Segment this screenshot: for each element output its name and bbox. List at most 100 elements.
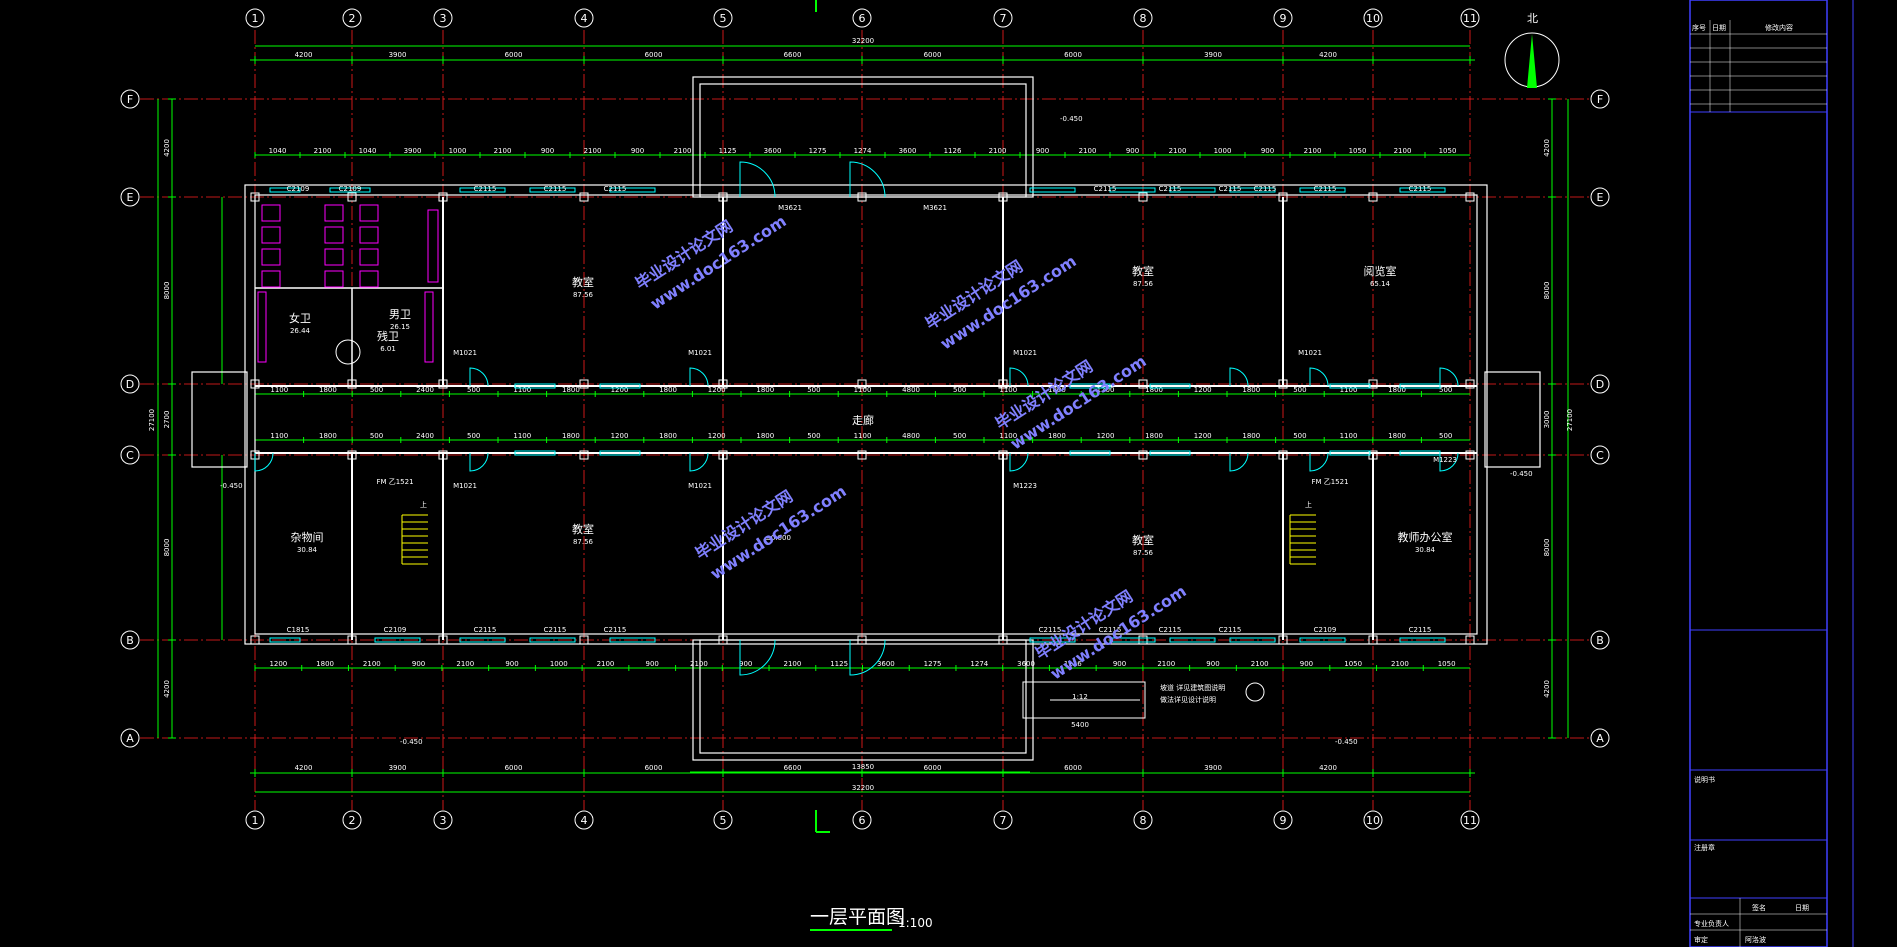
axis-bubble-right-B-label: B	[1596, 634, 1604, 647]
dim-top-detail-value-19: 900	[1126, 147, 1139, 155]
label-door-6: M1021	[453, 482, 477, 490]
dim-bottom-detail-value-11: 2100	[783, 660, 801, 668]
dim-top-detail-value-26: 1050	[1439, 147, 1457, 155]
dim-corridor-south-value-11: 500	[807, 432, 820, 440]
dim-corridor-north-value-22: 1100	[1340, 386, 1358, 394]
dim-corridor-south-value-10: 1800	[756, 432, 774, 440]
axis-bubble-bottom-6-label: 6	[859, 814, 866, 827]
door-classroom-n-1	[689, 367, 709, 387]
label-window-s-0: C1815	[287, 626, 310, 634]
room-area-storage: 30.84	[297, 546, 318, 554]
label-door-3: M1021	[688, 349, 712, 357]
dim-corridor-north-value-16: 1800	[1048, 386, 1066, 394]
dim-top-detail-value-20: 2100	[1169, 147, 1187, 155]
dim-corridor-north-value-1: 1800	[319, 386, 337, 394]
dim-bottom-detail-value-0: 1200	[269, 660, 287, 668]
title-block: 序号日期修改内容说明书注册章签名日期专业负责人审定阿洛波	[1689, 0, 1854, 947]
column-1-2	[347, 450, 357, 460]
dim-bottom-detail-value-25: 1050	[1438, 660, 1456, 668]
door-classroom-n-4	[1309, 367, 1329, 387]
window-corridor-s-1	[599, 450, 641, 456]
dim-corridor-north-value-12: 1100	[854, 386, 872, 394]
axis-bubble-top-11-label: 11	[1463, 12, 1477, 25]
dim-bottom-detail-value-18: 900	[1113, 660, 1126, 668]
dim-bottom-detail-value-6: 1000	[550, 660, 568, 668]
ramp-length: 5400	[1071, 721, 1089, 729]
label-stair-up-w: 上	[420, 500, 427, 509]
label-window-n-0: C2109	[287, 185, 310, 193]
label-window-s-10: C2115	[1409, 626, 1432, 634]
dim-corridor-north-value-3: 2400	[416, 386, 434, 394]
room-name-wc-female: 女卫	[289, 311, 311, 325]
label-level-3: -0.450	[400, 738, 423, 746]
dim-top-detail-value-7: 2100	[584, 147, 602, 155]
column-1-1	[347, 379, 357, 389]
label-window-s-2: C2115	[474, 626, 497, 634]
dim-corridor-south-value-3: 2400	[416, 432, 434, 440]
fixture-stall-f-0	[261, 204, 281, 222]
door-wc-s	[254, 452, 274, 472]
dim-corridor-south-value-2: 500	[370, 432, 383, 440]
dim-corridor-south-value-5: 1100	[513, 432, 531, 440]
room-area-office: 30.84	[1415, 546, 1436, 554]
dim-corridor-south-value-7: 1200	[611, 432, 629, 440]
axis-bubble-top-7-label: 7	[1000, 12, 1007, 25]
label-window-n-8: C2115	[1254, 185, 1277, 193]
dim-top-total: 32200	[852, 37, 874, 45]
label-window-n-3: C2115	[544, 185, 567, 193]
window-corridor-s-0	[514, 450, 556, 456]
titleblock-f-4: 阿洛波	[1745, 935, 1766, 944]
column-3-0	[579, 192, 589, 202]
dim-bottom-total: 32200	[852, 784, 874, 792]
column-2-0	[438, 192, 448, 202]
window-corridor-s-4	[1329, 450, 1371, 456]
room-area-wc-accessible: 6.01	[380, 345, 396, 353]
fixture-stall-f-1	[261, 226, 281, 244]
label-door-7: M1021	[688, 482, 712, 490]
column-8-1	[1278, 379, 1288, 389]
axis-bubble-top-6-label: 6	[859, 12, 866, 25]
window-south-0	[269, 637, 301, 643]
dim-bottom-axis-value-4: 6600	[784, 764, 802, 772]
titleblock-f-3: 审定	[1694, 935, 1708, 944]
dim-top-detail-value-11: 3600	[764, 147, 782, 155]
axis-bubble-bottom-8-label: 8	[1140, 814, 1147, 827]
dim-bottom-detail-value-21: 2100	[1251, 660, 1269, 668]
axis-bubble-right-F-label: F	[1597, 93, 1603, 106]
label-door-5: M1021	[1298, 349, 1322, 357]
dim-right-axis-value-1: 8000	[1543, 282, 1551, 300]
axis-bubble-left-D-circle	[120, 374, 140, 394]
dim-corridor-south-value-21: 500	[1293, 432, 1306, 440]
label-window-n-4: C2115	[604, 185, 627, 193]
axis-bubble-bottom-6-circle	[852, 810, 872, 830]
window-north-0	[269, 187, 301, 193]
column-7-0	[1138, 192, 1148, 202]
dim-top-detail-value-16: 2100	[989, 147, 1007, 155]
axis-bubble-right-B-circle	[1590, 630, 1610, 650]
axis-bubble-top-5-label: 5	[720, 12, 727, 25]
dim-top-detail-value-10: 1125	[719, 147, 737, 155]
door-north-main-r	[849, 161, 886, 198]
room-area-classroom-sw: 87.56	[573, 538, 594, 546]
room-name-classroom-se: 教室	[1132, 533, 1154, 547]
label-level-0: -0.450	[1060, 115, 1083, 123]
dim-corridor-north-value-8: 1800	[659, 386, 677, 394]
window-corridor-s-3	[1149, 450, 1191, 456]
dim-top-axis-value-8: 4200	[1319, 51, 1337, 59]
dim-left-axis-value-4: 4200	[163, 680, 171, 698]
window-south-10	[1399, 637, 1446, 643]
fixture-basin-f	[257, 291, 267, 363]
dim-bottom-detail-value-17: 1126	[1064, 660, 1082, 668]
window-north-5	[1029, 187, 1076, 193]
door-north-main-l	[739, 161, 776, 198]
door-classroom-s-3	[1229, 452, 1249, 472]
axis-bubble-left-F-label: F	[127, 93, 133, 106]
axis-bubble-top-5-circle	[713, 8, 733, 28]
axis-bubble-left-C-circle	[120, 445, 140, 465]
dim-top-detail-value-15: 1126	[944, 147, 962, 155]
axis-bubble-top-3-circle	[433, 8, 453, 28]
dim-corridor-south-value-15: 1100	[999, 432, 1017, 440]
dim-corridor-south-value-17: 1200	[1097, 432, 1115, 440]
